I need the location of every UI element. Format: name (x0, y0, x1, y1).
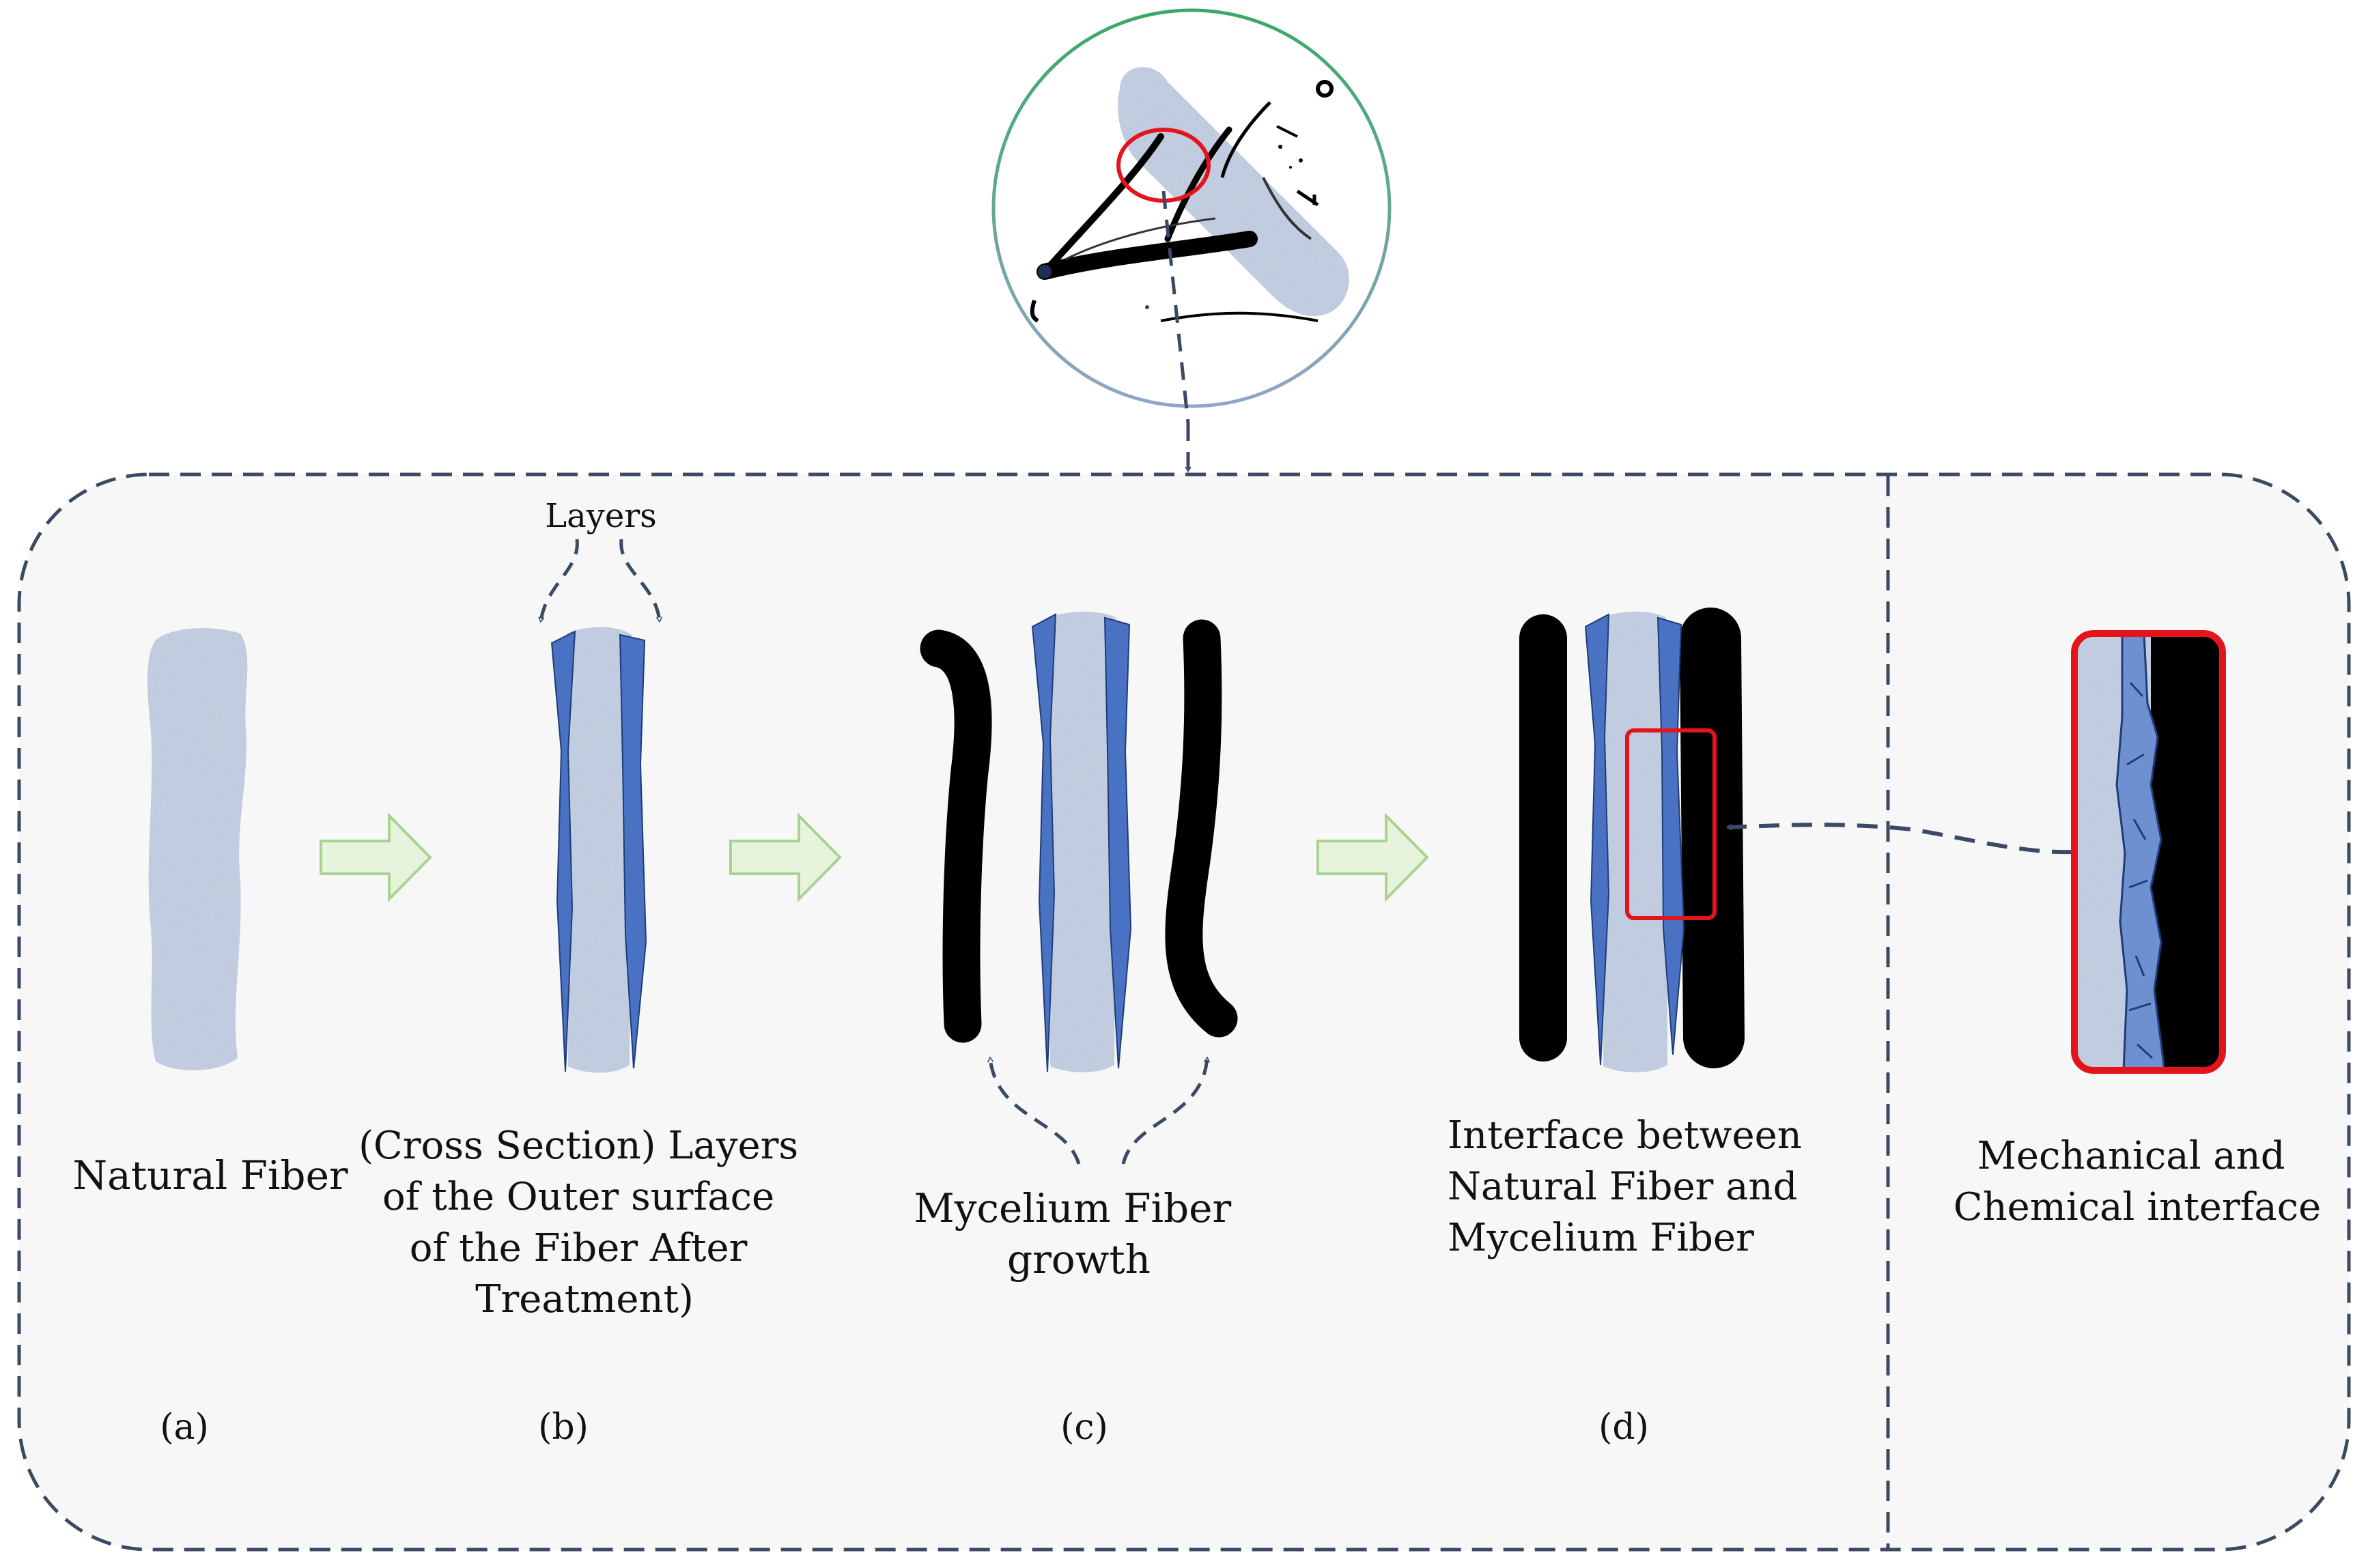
caption-d: Interface between Natural Fiber and Myce… (1448, 1113, 1814, 1260)
step-arrow-2 (729, 812, 842, 902)
outer-layer-left (550, 630, 576, 1072)
circle-hypha-1 (1037, 231, 1258, 280)
layers-arrow-right (619, 539, 663, 623)
treated-fiber-cross-section (550, 627, 647, 1073)
outer-layer-right (619, 633, 647, 1069)
fiber-mycelium-interface (1519, 608, 1745, 1072)
mycelium-hypha-left (920, 629, 992, 1043)
circle-hypha-2 (1041, 133, 1164, 275)
interface-zoom-panel (2071, 630, 2226, 1074)
mycelium-hypha-right (1165, 619, 1238, 1038)
caption-interface-panel: Mechanical and Chemical interface (1954, 1134, 2322, 1229)
circle-hypha-3 (1164, 126, 1232, 242)
layers-label: Layers (545, 497, 657, 535)
caption-b: (Cross Section) Layers of the Outer surf… (358, 1124, 811, 1322)
caption-a: Natural Fiber (72, 1152, 348, 1199)
step-label-d: (d) (1598, 1407, 1649, 1448)
step-label-a: (a) (160, 1407, 209, 1448)
caption-c: Mycelium Fiber growth (914, 1185, 1243, 1283)
step-label-b: (b) (538, 1407, 589, 1448)
interface-detail-arrow (1725, 823, 2073, 855)
natural-fiber (147, 628, 248, 1070)
layers-arrow-left (538, 539, 579, 623)
step-arrow-3 (1316, 812, 1429, 902)
step-label-c: (c) (1060, 1407, 1108, 1448)
step-arrow-1 (320, 812, 432, 902)
interface-highlight-box (1625, 728, 1717, 920)
mycelium-growth (920, 612, 1238, 1072)
zoom-circle (991, 8, 1392, 473)
interface-zoom-border (2071, 630, 2226, 1074)
